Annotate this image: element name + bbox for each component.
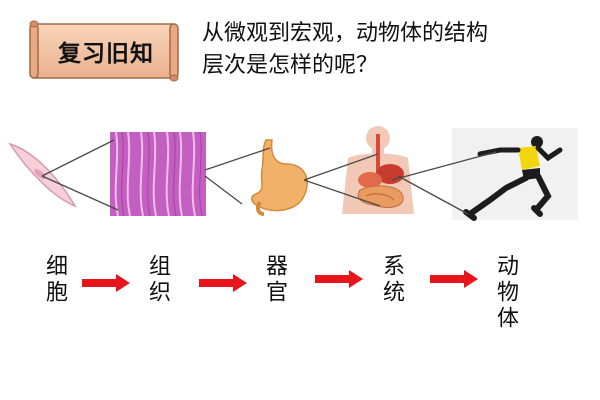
arrow-right-icon [430,270,478,288]
cell-icon [8,142,77,208]
structure-levels-illustration [8,126,578,221]
question-line-1: 从微观到宏观，动物体的结构 [202,21,489,46]
level-label-animal: 动物体 [493,254,518,332]
muscle-tissue-icon [110,131,206,217]
running-man-icon [452,128,578,221]
stomach-icon [251,139,308,216]
arrow-right-icon [199,274,247,292]
arrow-right-icon [315,270,363,288]
level-label-tissue: 组织 [145,254,170,306]
zoom-lines [41,139,497,215]
question-text: 从微观到宏观，动物体的结构 层次是怎样的呢？ [202,18,582,82]
review-banner-label: 复习旧知 [58,41,154,67]
arrow-right-icon [82,274,130,292]
review-banner: 复习旧知 [28,18,180,82]
level-label-organ: 器官 [262,254,287,306]
question-line-2: 层次是怎样的呢？ [202,53,379,78]
scroll-banner-shape [29,20,179,82]
level-label-cell: 细胞 [42,254,67,306]
level-label-system: 系统 [379,254,404,306]
digestive-system-icon [342,126,414,214]
